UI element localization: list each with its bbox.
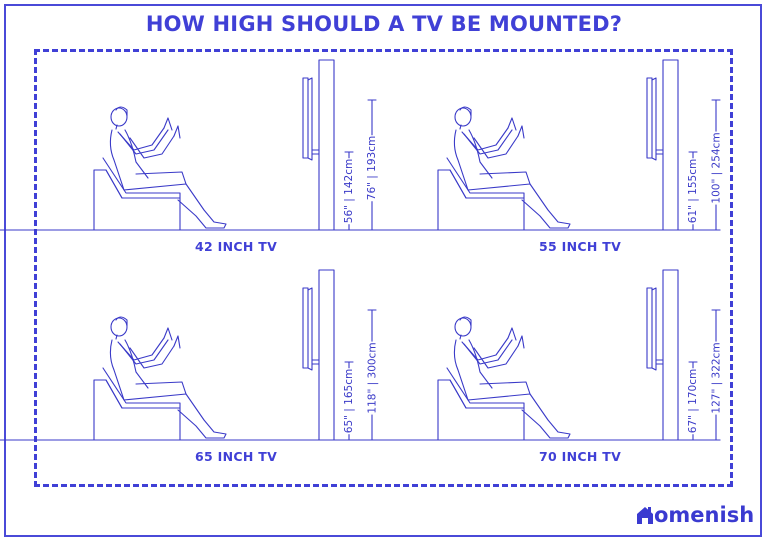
dashed-frame (34, 49, 733, 487)
panel-caption: 55 INCH TV (539, 239, 622, 254)
chair (93, 367, 181, 441)
wall (318, 59, 335, 231)
wall-height-label: 118" | 300cm (366, 341, 379, 415)
panel-caption: 70 INCH TV (539, 449, 622, 464)
mount-height-label: 67" | 170cm (687, 367, 700, 435)
seated-person (453, 316, 571, 439)
outer-border (4, 4, 762, 537)
scene-drawing (0, 59, 377, 231)
wall-height-label: 76" | 193cm (366, 134, 379, 202)
panel-caption: 65 INCH TV (195, 449, 278, 464)
seated-person (453, 106, 571, 229)
logo-text: omenish (654, 503, 755, 527)
wall (662, 269, 679, 441)
chair (437, 367, 525, 441)
wall (662, 59, 679, 231)
scene-drawing (343, 59, 721, 231)
mount-height-label: 56" | 142cm (343, 157, 356, 225)
mount-height-label: 61" | 155cm (687, 157, 700, 225)
chair (93, 157, 181, 231)
wall-height-label: 100" | 254cm (710, 131, 723, 205)
chair (437, 157, 525, 231)
panel-caption: 42 INCH TV (195, 239, 278, 254)
house-icon (637, 507, 653, 524)
wall-height-label: 127" | 322cm (710, 341, 723, 415)
tv (646, 287, 664, 371)
seated-person (109, 106, 227, 229)
tv (646, 77, 664, 161)
seated-person (109, 316, 227, 439)
tv (302, 287, 320, 371)
brand-logo: omenish (636, 503, 754, 527)
wall (318, 269, 335, 441)
tv (302, 77, 320, 161)
page-title: HOW HIGH SHOULD A TV BE MOUNTED? (145, 12, 623, 36)
scene-drawing (0, 269, 377, 441)
mount-height-label: 65" | 165cm (343, 367, 356, 435)
scene-drawing (343, 269, 721, 441)
